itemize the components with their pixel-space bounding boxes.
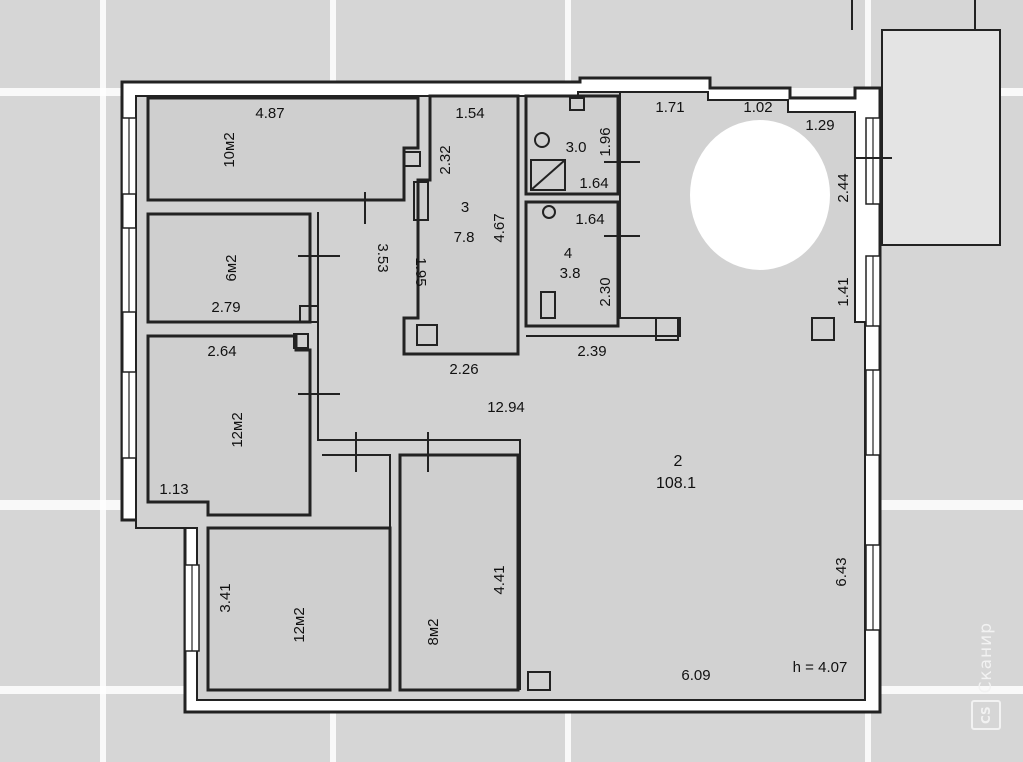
dimension: 1.54 xyxy=(455,105,484,122)
dimension: 2.30 xyxy=(597,277,614,306)
corridor-wall xyxy=(322,454,391,690)
duct xyxy=(403,151,421,167)
shower xyxy=(530,159,566,191)
room-small-area: 6м2 xyxy=(223,255,240,282)
sink-icon xyxy=(534,132,550,148)
duct xyxy=(293,333,309,349)
duct xyxy=(527,671,551,691)
room-4-number: 4 xyxy=(564,245,572,262)
dimension: 1.95 xyxy=(412,257,429,286)
dimension: 2.44 xyxy=(835,173,852,202)
room-top-left xyxy=(146,96,420,202)
room-bottom-left-area: 12м2 xyxy=(291,607,308,642)
dimension: 1.13 xyxy=(159,481,188,498)
duct xyxy=(416,324,438,346)
dimension: 1.41 xyxy=(835,277,852,306)
room-bottom-left xyxy=(206,526,392,692)
sink-icon xyxy=(542,205,556,219)
dimension: 2.26 xyxy=(449,361,478,378)
dimension: 1.29 xyxy=(805,117,834,134)
dimension: 1.64 xyxy=(579,175,608,192)
duct xyxy=(655,317,679,341)
dimension: 6.43 xyxy=(833,557,850,586)
room-bath xyxy=(524,94,620,196)
room-3 xyxy=(402,94,520,356)
corridor-wall xyxy=(317,212,521,690)
duct xyxy=(811,317,835,341)
room-bottom-mid xyxy=(398,453,520,692)
room-3-area: 7.8 xyxy=(454,229,475,246)
dimension: 1.64 xyxy=(575,211,604,228)
room-3-number: 3 xyxy=(461,199,469,216)
dimension: 4.87 xyxy=(255,105,284,122)
dimension: 4.41 xyxy=(491,565,508,594)
room-bottom-mid-area: 8м2 xyxy=(425,619,442,646)
stove xyxy=(413,181,429,221)
dimension: 2.39 xyxy=(577,343,606,360)
room-mid-left xyxy=(146,334,312,517)
shower-diagonal xyxy=(530,159,566,191)
dimension: 12.94 xyxy=(487,399,525,416)
dimension: 2.79 xyxy=(211,299,240,316)
watermark-text: Сканир xyxy=(976,622,996,694)
room-mid-left-area: 12м2 xyxy=(229,412,246,447)
dimension: 2.32 xyxy=(437,145,454,174)
scan-blotch xyxy=(690,120,830,270)
height-note: h = 4.07 xyxy=(793,659,848,676)
room-2-area: 108.1 xyxy=(656,475,696,492)
corridor-wall xyxy=(526,92,681,337)
windows xyxy=(121,117,881,652)
room-2-number: 2 xyxy=(674,453,683,470)
door-marks xyxy=(298,157,892,472)
room-4-area: 3.8 xyxy=(560,265,581,282)
dimension: 4.67 xyxy=(491,213,508,242)
toilet-icon xyxy=(540,291,556,319)
balcony xyxy=(881,29,1001,246)
watermark-logo-icon: CS xyxy=(971,700,1001,730)
room-top-left-area: 10м2 xyxy=(221,132,238,167)
duct xyxy=(569,97,585,111)
dimension: 1.02 xyxy=(743,99,772,116)
scan-band xyxy=(100,0,106,762)
watermark: Сканир CS xyxy=(971,330,1001,730)
room-bath-area: 3.0 xyxy=(566,139,587,156)
dimension: 2.64 xyxy=(207,343,236,360)
dimension: 3.53 xyxy=(374,243,391,272)
dimension: 6.09 xyxy=(681,667,710,684)
dimension: 1.96 xyxy=(597,127,614,156)
dimension: 3.41 xyxy=(217,583,234,612)
dimension: 1.71 xyxy=(655,99,684,116)
